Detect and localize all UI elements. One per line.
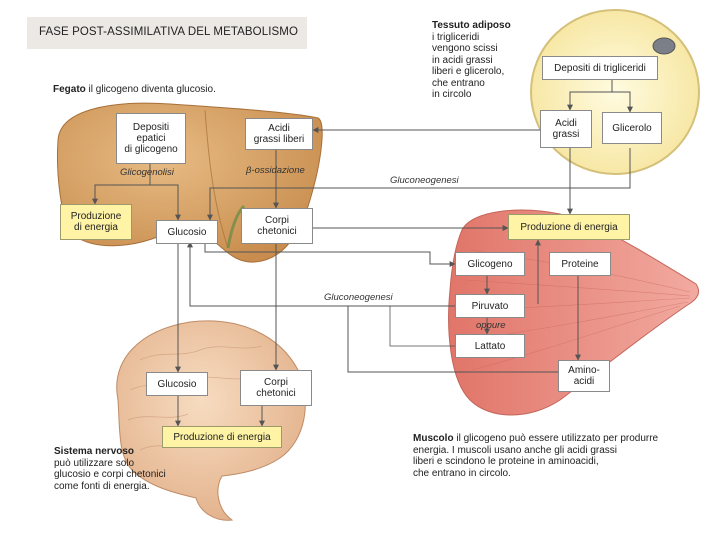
box-line: Amino- (568, 365, 600, 376)
box-line: epatici (136, 133, 166, 144)
tessuto-heading: Tessuto adiposo (432, 20, 511, 31)
box-label: Produzione di energia (520, 221, 618, 233)
oppure-label: oppure (476, 320, 506, 331)
box-label: Lattato (474, 340, 506, 352)
tessuto-line: liberi e glicerolo, (432, 66, 505, 77)
sistema-caption: Sistema nervoso può utilizzare solo gluc… (54, 446, 166, 492)
glicerolo-box: Glicerolo (602, 112, 662, 144)
box-label: Proteine (561, 258, 599, 270)
depositi-trigliceridi-box: Depositi di trigliceridi (542, 56, 658, 80)
muscolo-caption: Muscolo il glicogeno può essere utilizza… (413, 433, 658, 479)
box-line: di energia (74, 222, 118, 233)
sistema-line: può utilizzare solo (54, 457, 135, 469)
box-line: Produzione (70, 211, 122, 222)
aminoacidi-box: Amino- acidi (558, 360, 610, 392)
box-line: Acidi (268, 123, 290, 134)
box-label: Glicogeno (467, 258, 513, 270)
fegato-caption: Fegato il glicogeno diventa glucosio. (53, 84, 216, 96)
glicogenolisi-label: Glicogenolisi (120, 167, 174, 178)
box-label: Depositi di trigliceridi (554, 62, 646, 74)
produzione-cervello-box: Produzione di energia (162, 426, 282, 448)
title-banner: FASE POST-ASSIMILATIVA DEL METABOLISMO (27, 17, 307, 49)
fegato-heading: Fegato (53, 84, 86, 95)
box-line: Corpi (264, 377, 288, 388)
glucosio-cervello-box: Glucosio (146, 372, 208, 396)
corpi-chetonici-cervello-box: Corpi chetonici (240, 370, 312, 406)
tessuto-line: che entrano (432, 77, 485, 89)
muscolo-heading-rest: il glicogeno può essere utilizzato per p… (453, 433, 659, 444)
box-label: Glicerolo (612, 122, 652, 134)
tessuto-line: in circolo (432, 89, 472, 100)
sistema-heading: Sistema nervoso (54, 446, 135, 457)
box-line: di glicogeno (124, 144, 178, 155)
box-line: chetonici (256, 388, 296, 399)
tessuto-line: vengono scissi (432, 43, 498, 54)
acidi-grassi-adiposo-box: Acidi grassi (540, 110, 592, 148)
box-label: Produzione di energia (173, 431, 271, 443)
tessuto-line: in acidi grassi (432, 54, 493, 66)
muscolo-line: che entrano in circolo. (413, 467, 511, 479)
box-label: Piruvato (471, 300, 509, 312)
proteine-box: Proteine (549, 252, 611, 276)
muscolo-line: energia. I muscoli usano anche gli acidi… (413, 444, 617, 456)
produzione-muscolo-box: Produzione di energia (508, 214, 630, 240)
box-line: grassi (552, 129, 580, 140)
box-line: Acidi (555, 118, 577, 129)
box-line: grassi liberi (253, 134, 305, 145)
fegato-heading-rest: il glicogeno diventa glucosio. (85, 84, 216, 95)
beta-ossidazione-label: β-ossidazione (246, 165, 305, 176)
box-line: Corpi (265, 215, 289, 226)
piruvato-box: Piruvato (455, 294, 525, 318)
glucosio-fegato-box: Glucosio (156, 220, 218, 244)
gluconeogenesi-mid-label: Gluconeogenesi (324, 292, 393, 303)
lattato-box: Lattato (455, 334, 525, 358)
corpi-chetonici-fegato-box: Corpi chetonici (241, 208, 313, 244)
box-line: acidi (573, 376, 595, 387)
produzione-fegato-box: Produzione di energia (60, 204, 132, 240)
box-line: chetonici (257, 226, 297, 237)
sistema-line: come fonti di energia. (54, 480, 150, 492)
muscolo-line: liberi e scindono le proteine in aminoac… (413, 456, 599, 467)
depositi-epatici-box: Depositi epatici di glicogeno (116, 113, 186, 164)
gluconeogenesi-top-label: Gluconeogenesi (390, 175, 459, 186)
box-label: Glucosio (167, 226, 207, 238)
acidi-grassi-liberi-box: Acidi grassi liberi (245, 118, 313, 150)
tessuto-caption: Tessuto adiposo i trigliceridi vengono s… (432, 20, 511, 101)
box-label: Glucosio (157, 378, 197, 390)
muscolo-heading: Muscolo (413, 433, 454, 444)
page-title: FASE POST-ASSIMILATIVA DEL METABOLISMO (39, 26, 298, 38)
box-line: Depositi (132, 122, 170, 133)
sistema-line: glucosio e corpi chetonici (54, 469, 166, 480)
tessuto-line: i trigliceridi (432, 31, 480, 43)
glicogeno-muscolo-box: Glicogeno (455, 252, 525, 276)
